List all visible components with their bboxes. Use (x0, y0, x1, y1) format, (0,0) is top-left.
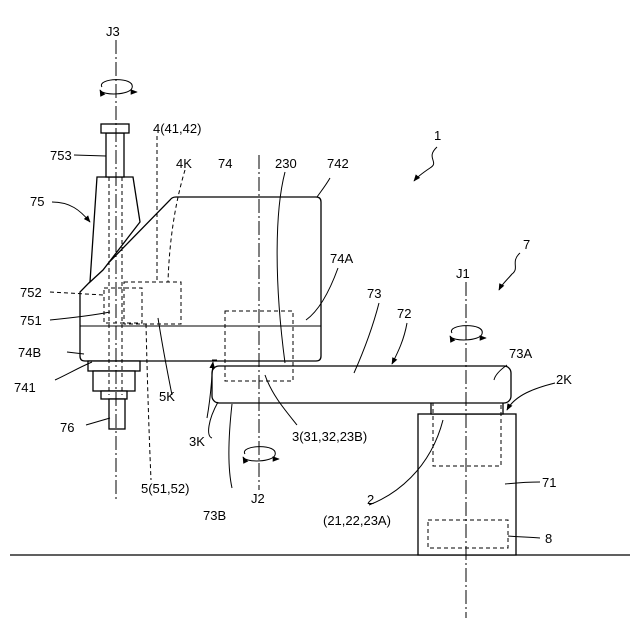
shaft-base-top (88, 361, 140, 371)
rotation-arrow-j2 (243, 447, 279, 461)
label-j1: J1 (456, 266, 470, 281)
label-230: 230 (275, 156, 297, 171)
label-751: 751 (20, 313, 42, 328)
shaft-base-ring (101, 391, 127, 399)
rotation-arrow-j1 (450, 326, 486, 340)
label-753: 753 (50, 148, 72, 163)
rotation-arrow-j3 (100, 80, 137, 94)
label-robot-1: 1 (434, 128, 441, 143)
label-72: 72 (397, 306, 411, 321)
shaft-753 (106, 133, 124, 177)
label-74: 74 (218, 156, 232, 171)
label-752: 752 (20, 285, 42, 300)
label-2: 2 (367, 492, 374, 507)
label-7: 7 (523, 237, 530, 252)
label-5k: 5K (159, 389, 175, 404)
label-4k: 4K (176, 156, 192, 171)
label-j2: J2 (251, 491, 265, 506)
label-74b: 74B (18, 345, 41, 360)
label-drive-3: 3(31,32,23B) (292, 429, 367, 444)
shaft-base-mid (93, 371, 135, 391)
label-drive-4: 4(41,42) (153, 121, 201, 136)
shaft-cap (101, 124, 129, 133)
label-3k: 3K (189, 434, 205, 449)
label-2k: 2K (556, 372, 572, 387)
label-73a: 73A (509, 346, 532, 361)
label-71: 71 (542, 475, 556, 490)
label-741: 741 (14, 380, 36, 395)
label-73: 73 (367, 286, 381, 301)
label-74a: 74A (330, 251, 353, 266)
label-drive-2: (21,22,23A) (323, 513, 391, 528)
label-drive-5: 5(51,52) (141, 481, 189, 496)
label-75: 75 (30, 194, 44, 209)
label-73b: 73B (203, 508, 226, 523)
label-j3: J3 (106, 24, 120, 39)
label-76: 76 (60, 420, 74, 435)
label-742: 742 (327, 156, 349, 171)
shaft-76 (109, 399, 125, 429)
label-8: 8 (545, 531, 552, 546)
